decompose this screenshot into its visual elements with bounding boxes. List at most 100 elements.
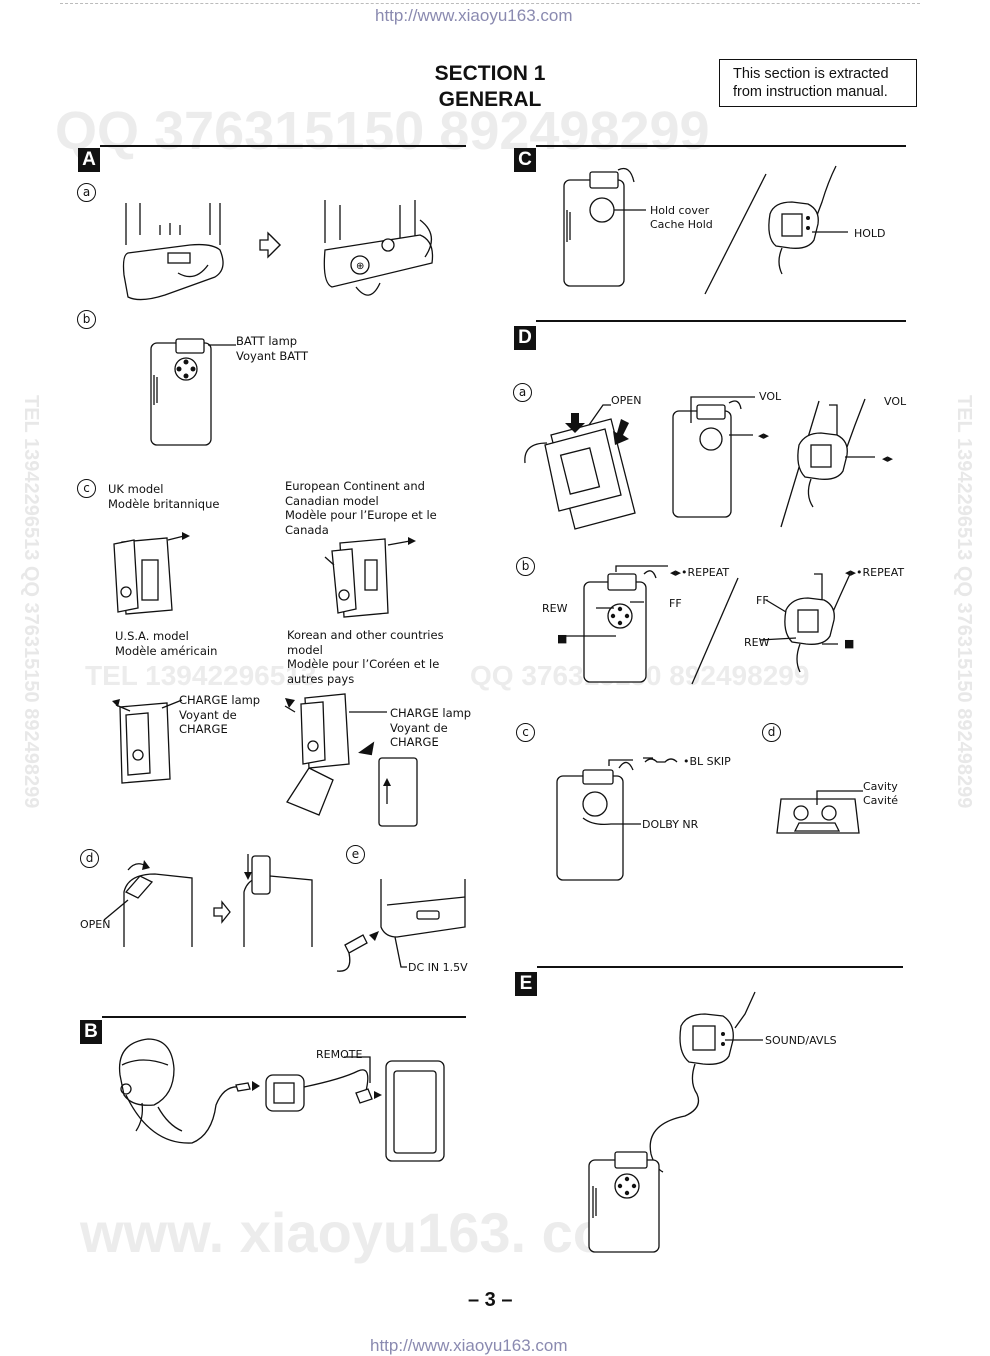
sound-avls-illustration: [588, 991, 763, 1253]
remote-label: REMOTE: [316, 1048, 363, 1061]
player-batt-illustration: [150, 338, 236, 446]
sub-d-d-marker: d: [762, 723, 781, 742]
usa-model-en: U.S.A. model: [115, 629, 189, 643]
usa-model-fr: Modèle américain: [115, 643, 218, 658]
remote-connection-illustration: [118, 1038, 445, 1162]
stop-label-right: ■: [844, 637, 855, 650]
cavity-en: Cavity: [863, 780, 898, 793]
note-line-2: from instruction manual.: [733, 84, 888, 100]
section-b-rule: [102, 1016, 466, 1018]
skip-arrows-right: ◂▸: [882, 452, 894, 465]
charge-lamp-right-fr2: CHARGE: [390, 735, 439, 749]
eu-model-label: European Continent and Canadian model Mo…: [285, 479, 437, 537]
charge-lamp-left-label: CHARGE lamp Voyant de CHARGE: [179, 693, 260, 737]
hold-cover-label: Hold cover Cache Hold: [650, 204, 713, 232]
sound-avls-label: SOUND/AVLS: [765, 1034, 837, 1047]
cavity-label: Cavity Cavité: [863, 780, 898, 808]
open-label-d: OPEN: [611, 394, 642, 407]
hold-cover-fr: Cache Hold: [650, 218, 713, 231]
korean-model-line-4: autres pays: [287, 671, 355, 686]
uk-model-fr: Modèle britannique: [108, 496, 220, 511]
charge-lamp-left-fr2: CHARGE: [179, 722, 228, 736]
uk-charger-illustration: [113, 532, 190, 615]
sub-a-d-marker: d: [80, 849, 99, 868]
open-vol-illustration: [524, 396, 875, 530]
header-url: http://www.xiaoyu163.com: [375, 6, 573, 25]
batt-lamp-fr: Voyant BATT: [236, 348, 309, 363]
section-e-marker: E: [515, 972, 537, 996]
watermark-tel-mid: TEL 13942296513: [85, 660, 317, 691]
korean-model-line-2: model: [287, 642, 323, 657]
batt-lamp-en: BATT lamp: [236, 334, 298, 348]
watermark-side-left: TEL 13942296513 QQ 376315150 892498299: [20, 395, 42, 809]
repeat-ff-rew-illustration: [564, 565, 851, 685]
bl-skip-label: •BL SKIP: [683, 755, 731, 768]
skip-arrows-left: ◂▸: [758, 429, 770, 442]
korean-model-line-3: Modèle pour l’Coréen et le: [287, 657, 440, 671]
battery-insert-illustration: ⊕: [122, 200, 434, 301]
rew-label-left: REW: [542, 602, 568, 615]
charge-lamp-left-fr1: Voyant de: [179, 707, 237, 722]
open-label-a: OPEN: [80, 918, 111, 931]
note-line-1: This section is extracted: [733, 66, 889, 82]
rew-label-right: REW: [744, 636, 770, 649]
watermark-side-right: TEL 13942296513 QQ 376315150 892498299: [953, 395, 975, 809]
ff-label-right: FF: [756, 594, 769, 607]
ff-label-left: FF: [669, 597, 682, 610]
page-number: – 3 –: [468, 1289, 513, 1311]
section-e-rule: [537, 966, 903, 968]
battery-door-open-illustration: [103, 854, 313, 947]
charge-lamp-left-leader: [161, 699, 183, 709]
charge-lamp-right-label: CHARGE lamp Voyant de CHARGE: [390, 706, 471, 750]
hold-illustration: [563, 165, 848, 295]
title-line-1: SECTION 1: [434, 62, 546, 85]
uk-model-label: UK model Modèle britannique: [108, 482, 219, 511]
eu-model-line-3: Modèle pour l’Europe et le: [285, 508, 437, 522]
hold-cover-en: Hold cover: [650, 204, 710, 217]
korean-charger-illustration: [284, 693, 418, 827]
charge-lamp-right-fr1: Voyant de: [390, 720, 448, 735]
uk-model-en: UK model: [108, 482, 164, 496]
section-a-marker: A: [78, 148, 100, 172]
sub-d-b-marker: b: [516, 557, 535, 576]
note-box: This section is extracted from instructi…: [719, 59, 917, 107]
usa-model-label: U.S.A. model Modèle américain: [115, 629, 217, 658]
sub-a-e-marker: e: [346, 845, 365, 864]
sub-d-c-marker: c: [516, 723, 535, 742]
section-b-marker: B: [80, 1020, 102, 1044]
vol-label-right: VOL: [884, 395, 907, 408]
charge-lamp-left-en: CHARGE lamp: [179, 693, 261, 707]
bl-skip-dolby-illustration: [556, 757, 678, 881]
page-title: SECTION 1 GENERAL: [380, 61, 600, 113]
hold-label: HOLD: [854, 227, 886, 240]
section-a-rule: [100, 145, 466, 147]
section-c-rule: [536, 145, 906, 147]
repeat-label-right: ◂▸•REPEAT: [845, 566, 905, 579]
eu-model-line-2: Canadian model: [285, 493, 379, 508]
batt-lamp-label: BATT lamp Voyant BATT: [236, 334, 308, 363]
section-d-rule: [536, 320, 906, 322]
sub-a-a-marker: a: [77, 183, 96, 202]
section-c-marker: C: [514, 148, 536, 172]
repeat-label-left: ◂▸•REPEAT: [670, 566, 730, 579]
eu-model-line-1: European Continent and: [285, 479, 425, 493]
title-line-2: GENERAL: [438, 88, 542, 111]
section-d-marker: D: [514, 326, 536, 350]
cassette-cavity-illustration: [776, 790, 863, 834]
svg-text:⊕: ⊕: [356, 261, 364, 272]
cavity-fr: Cavité: [863, 794, 899, 807]
dolby-nr-label: DOLBY NR: [642, 818, 699, 831]
charge-lamp-right-en: CHARGE lamp: [390, 706, 472, 720]
watermark-qq-top: QQ 376315150 892498299: [55, 101, 710, 161]
sub-a-b-marker: b: [77, 310, 96, 329]
dc-in-label: DC IN 1.5V: [408, 961, 468, 974]
top-rule: [60, 3, 920, 5]
sub-d-a-marker: a: [513, 383, 532, 402]
watermark-bottom: www. xiaoyu163. com: [80, 1201, 657, 1264]
eu-model-line-4: Canada: [285, 522, 329, 537]
footer-url: http://www.xiaoyu163.com: [370, 1336, 568, 1355]
korean-model-label: Korean and other countries model Modèle …: [287, 628, 444, 686]
korean-model-line-1: Korean and other countries: [287, 628, 444, 642]
eu-charger-illustration: [324, 537, 416, 618]
vol-label-left: VOL: [759, 390, 782, 403]
